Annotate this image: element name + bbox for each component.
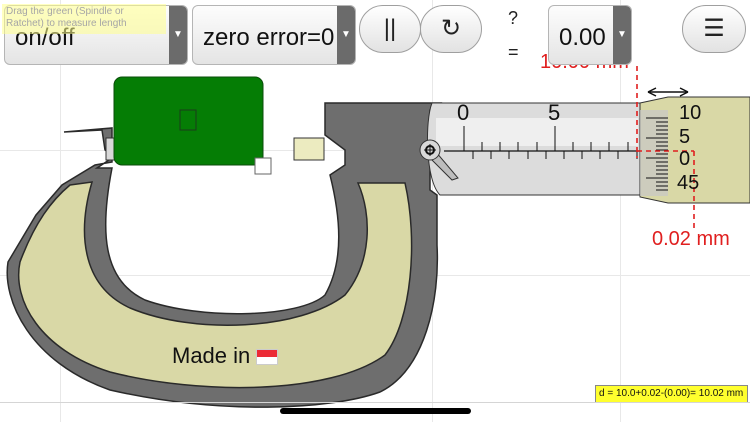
thimble-number: 0	[679, 148, 691, 170]
spindle	[293, 137, 325, 161]
chevron-down-icon: ▼	[613, 6, 631, 64]
hint-text: Drag the green (Spindle or Ratchet) to m…	[2, 4, 166, 34]
divider	[0, 402, 750, 403]
refresh-icon: ↻	[440, 15, 462, 42]
thimble-reading: 0.02 mm	[652, 228, 730, 250]
singapore-flag-icon	[256, 349, 279, 366]
slider-handle-icon	[179, 109, 197, 131]
thimble-number: 10	[679, 102, 702, 124]
frame-inner	[18, 181, 413, 389]
pause-icon: ||	[383, 15, 397, 42]
result-readout: d = 10.0+0.02-(0.00)= 10.02 mm	[595, 385, 748, 403]
chevron-down-icon: ▼	[337, 6, 355, 64]
hamburger-icon: ☰	[703, 15, 725, 42]
sleeve-number: 0	[457, 100, 470, 125]
green-slider[interactable]	[113, 76, 264, 166]
red-indicator-lines	[636, 66, 695, 230]
guess-dropdown[interactable]: 0.00 ▼	[548, 5, 632, 65]
thimble-shade	[640, 110, 668, 196]
chevron-down-icon: ▼	[169, 6, 187, 64]
lock-knob-icon[interactable]	[419, 139, 459, 181]
made-in-text: Made in	[172, 343, 251, 368]
pause-button[interactable]: ||	[359, 5, 421, 53]
double-arrow-icon	[647, 87, 689, 97]
guess-value: 0.00	[559, 24, 606, 51]
made-in-label: Made in	[172, 343, 279, 369]
sleeve-ticks	[463, 126, 638, 159]
equals-sign: =	[508, 42, 519, 62]
zero-error-label: zero error=0	[203, 24, 335, 51]
sleeve-number: 5	[548, 100, 561, 125]
home-indicator	[280, 408, 471, 414]
reset-button[interactable]: ↻	[420, 5, 482, 53]
small-square	[254, 157, 272, 175]
zero-error-dropdown[interactable]: zero error=0 ▼	[192, 5, 356, 65]
thimble-number: 45	[677, 172, 700, 194]
thimble-number: 5	[679, 126, 691, 148]
menu-button[interactable]: ☰	[682, 5, 746, 53]
question-mark: ?	[508, 8, 519, 28]
thimble-ticks	[646, 117, 668, 191]
grid-line	[620, 0, 621, 422]
sleeve-highlight	[436, 118, 638, 146]
